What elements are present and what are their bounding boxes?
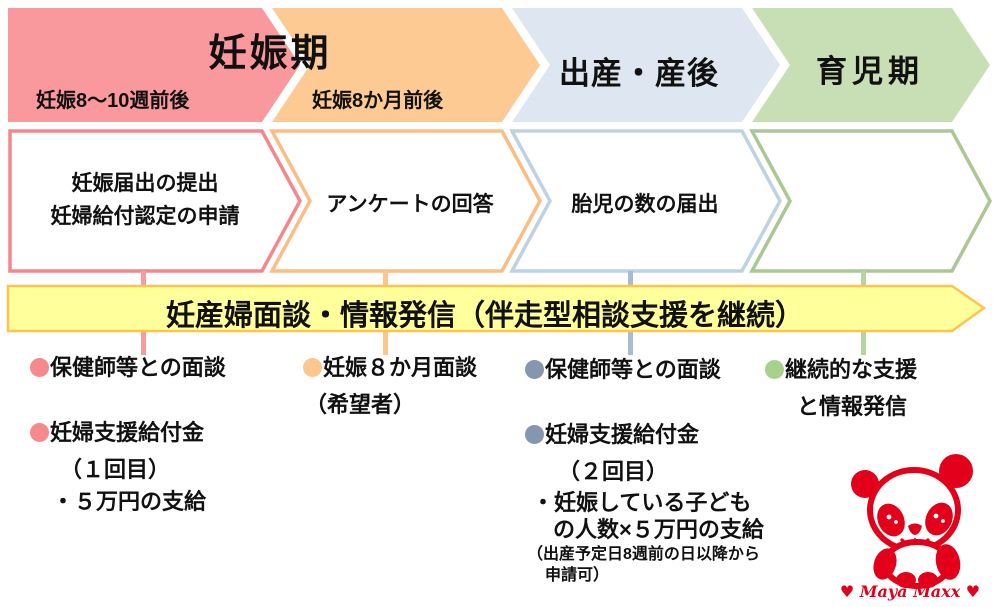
step-label-notification-line1: 妊娠届出の提出 <box>71 172 219 195</box>
panda-left-eye-patch <box>877 503 905 537</box>
panda-right-eye-patch <box>925 502 953 536</box>
bullet-icon <box>765 360 784 379</box>
step-label-survey: アンケートの回答 <box>326 193 494 216</box>
phase-arrow-birth <box>512 8 780 122</box>
panda-right-foot <box>918 572 938 588</box>
step-label-fetus-count: 胎児の数の届出 <box>571 193 719 216</box>
phase-title-birth: 出産・産後 <box>559 56 719 91</box>
panda-eye-glint <box>933 513 939 519</box>
note-col4-item1: 継続的な支援 <box>765 357 917 383</box>
phase-sub-8month: 妊娠8か月前後 <box>312 90 444 112</box>
bullet-icon <box>525 425 544 444</box>
note-col1-item1: 保健師等との面談 <box>30 355 226 381</box>
note-col4-item1-line2: と情報発信 <box>797 394 908 419</box>
phase-sub-early: 妊娠8～10週前後 <box>36 90 190 112</box>
note-col3-item2-note2: 申請可） <box>545 567 610 584</box>
note-text: 保健師等との面談 <box>545 357 721 382</box>
panda-eye-glint <box>894 520 898 524</box>
note-text: 妊婦支援給付金 <box>545 422 700 447</box>
note-col1-item2-line3: ・５万円の支給 <box>52 489 207 514</box>
step-label-notification: 妊娠届出の提出 妊婦給付認定の申請 <box>14 168 276 233</box>
note-col1-item2-line2: （１回目） <box>60 457 171 482</box>
note-col3-item2-note1: （出産予定日8週前の日以降から <box>527 546 760 563</box>
panda-eye-glint <box>941 519 945 523</box>
note-col3-item2: 妊婦支援給付金 <box>525 422 699 448</box>
note-text: 保健師等との面談 <box>50 355 226 380</box>
panda-eye-glint <box>886 514 892 520</box>
support-banner-arrow <box>6 284 987 333</box>
note-col3-item1: 保健師等との面談 <box>525 357 721 383</box>
bullet-icon <box>30 358 49 377</box>
note-col3-item2-line3: ・妊娠している子ども <box>532 490 752 515</box>
step-arrow-notification <box>8 129 302 273</box>
phase-arrow-pregnancy-early <box>8 8 300 122</box>
note-col1-item2: 妊婦支援給付金 <box>30 420 204 446</box>
phase-title-childcare: 育児期 <box>816 54 924 89</box>
support-banner-label: 妊産婦面談・情報発信（伴走型相談支援を継続） <box>165 300 804 332</box>
panda-right-arm <box>935 544 961 580</box>
note-col2-item1-line2: （希望者） <box>305 392 416 417</box>
panda-right-ear <box>939 454 973 488</box>
note-col3-item2-line4: の人数×５万円の支給 <box>553 517 764 542</box>
bullet-icon <box>30 423 49 442</box>
panda-left-foot <box>896 572 916 588</box>
step-arrow-empty <box>749 129 992 273</box>
bullet-icon <box>303 358 322 377</box>
note-text: 妊娠８か月面談 <box>323 355 478 380</box>
phase-arrow-childcare <box>752 8 990 122</box>
panda-nose <box>908 523 922 535</box>
panda-mascot-illustration <box>851 454 973 589</box>
phase-arrow-pregnancy-late <box>272 8 540 122</box>
bullet-icon <box>525 360 544 379</box>
step-arrow-fetus-count <box>509 129 782 273</box>
note-text: 妊婦支援給付金 <box>50 420 205 445</box>
phase-title-pregnancy: 妊娠期 <box>208 33 332 75</box>
note-col2-item1: 妊娠８か月面談 <box>303 355 477 381</box>
note-col3-item2-line2: （２回目） <box>558 459 669 484</box>
step-label-notification-line2: 妊婦給付認定の申請 <box>50 204 240 228</box>
step-arrow-survey <box>269 129 542 273</box>
note-text: 継続的な支援 <box>785 357 918 382</box>
artist-signature: ♥ Maya Maxx ♥ <box>839 582 981 601</box>
panda-left-arm <box>873 548 897 580</box>
